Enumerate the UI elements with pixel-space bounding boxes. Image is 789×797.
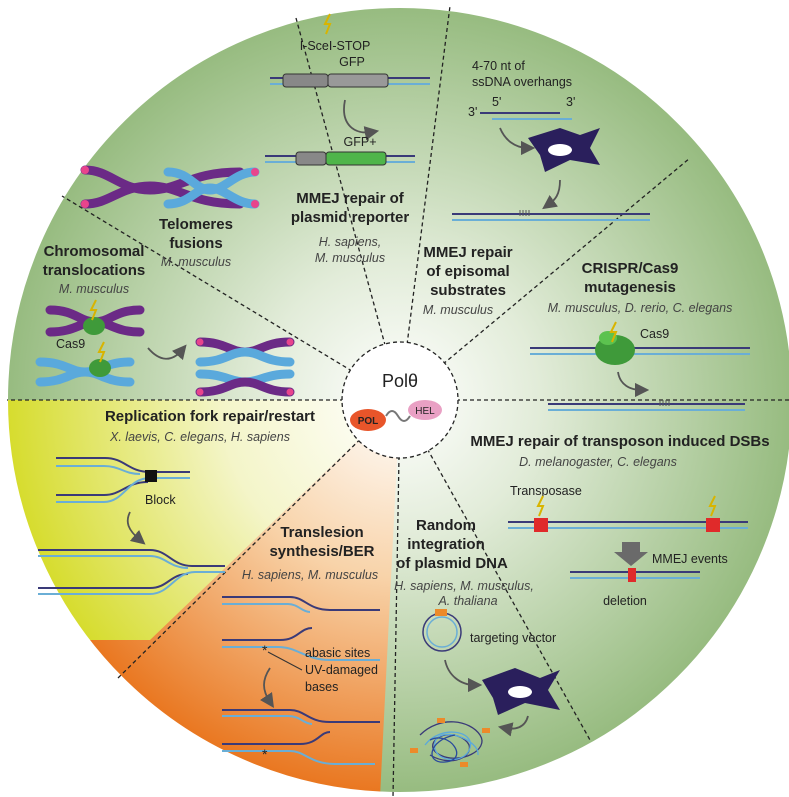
overhang-label-line1: 4-70 nt of [472,59,525,73]
arrow [497,715,529,737]
episomal-species: M. musculus [423,303,493,317]
damage-label-line3: bases [305,680,338,694]
tls-species: H. sapiens, M. musculus [242,568,378,582]
pol-theta-label: Polθ [382,371,418,391]
arrow [444,659,483,693]
three-prime-right: 3' [566,95,575,109]
pol-domain [350,409,386,431]
gfp-label: GFP [339,55,365,69]
translocations-species: M. musculus [59,282,129,296]
scei-stop-label: I-SceI-STOP [300,39,371,53]
section-random-integration: Random integration of plasmid DNA H. sap… [394,517,560,767]
cas9-blob [83,317,105,335]
lesion-star: * [262,746,268,762]
episomal-title-line1: MMEJ repair [423,244,512,261]
chromatin-tangle [419,721,483,763]
pol-domain-label: POL [358,416,379,427]
crispr-title-line2: mutagenesis [584,279,676,296]
arrow [126,511,146,545]
deletion-label: deletion [603,594,647,608]
translocations-title-line1: Chromosomal [44,243,145,260]
hel-domain [408,400,442,420]
block-marker [145,470,157,482]
translocations-title-line2: translocations [43,262,146,279]
tls-title-line1: Translesion [280,524,363,541]
section-chromosomal-translocations: Chromosomal translocations M. musculus C… [35,243,295,397]
telomeres-species: M. musculus [161,255,231,269]
gfp-plus-label: GFP+ [344,135,377,149]
section-transposon-dsbs: MMEJ repair of transposon induced DSBs D… [470,433,769,608]
crispr-title-line1: CRISPR/Cas9 [582,260,679,277]
arrow [260,667,274,708]
arrow [542,179,561,210]
cas9-label: Cas9 [56,337,85,351]
break-bolt-icon [323,13,332,35]
replication-species: X. laevis, C. elegans, H. sapiens [109,430,290,444]
section-plasmid-reporter: I-SceI-STOP GFP GFP+ MMEJ repair of plas… [265,13,430,265]
section-replication-fork: Replication fork repair/restart X. laevi… [38,408,315,595]
five-prime: 5' [492,95,501,109]
crispr-species: M. musculus, D. rerio, C. elegans [548,301,733,315]
replication-title: Replication fork repair/restart [105,408,315,425]
mmej-events-label: MMEJ events [652,552,728,566]
section-episomal-substrates: 4-70 nt of ssDNA overhangs 3' 5' 3' MMEJ… [423,59,650,317]
plasmid-reporter-species-line2: M. musculus [315,251,385,265]
plasmid-reporter-species-line1: H. sapiens, [319,235,382,249]
down-arrow-icon [614,542,648,566]
break-bolt-icon [536,495,545,517]
section-translesion-synthesis: Translesion synthesis/BER H. sapiens, M.… [222,524,380,765]
cas9-blob [89,359,111,377]
telomeres-title-line2: fusions [169,235,222,252]
telomeres-title-line1: Telomeres [159,216,233,233]
three-prime-left: 3' [468,105,477,119]
linker [385,410,411,422]
overhang-label-line2: ssDNA overhangs [472,75,572,89]
pol-theta-hub: Polθ POL HEL [341,341,459,459]
arrow [499,127,536,156]
random-title-line1: Random [416,517,476,534]
section-crispr-mutagenesis: CRISPR/Cas9 mutagenesis M. musculus, D. … [530,260,750,411]
crispr-cas9-label: Cas9 [640,327,669,341]
break-bolt-icon [97,341,106,363]
lesion-star: * [262,642,268,658]
break-bolt-icon [89,299,98,321]
hel-domain-label: HEL [415,406,435,417]
arrow [617,371,650,398]
damage-label-line1: abasic sites [305,646,370,660]
arrow [343,99,380,141]
plasmid-reporter-title-line2: plasmid reporter [291,209,410,226]
break-bolt-icon [708,495,717,517]
break-bolt-icon [609,321,618,343]
transposon-species: D. melanogaster, C. elegans [519,455,677,469]
targeting-vector-label: targeting vector [470,631,556,645]
random-title-line2: integration [407,536,485,553]
random-species-line1: H. sapiens, M. musculus, [394,579,534,593]
plasmid-reporter-title-line1: MMEJ repair of [296,190,405,207]
transposase-label: Transposase [510,484,582,498]
block-label: Block [145,493,176,507]
transposon-title: MMEJ repair of transposon induced DSBs [470,433,769,450]
random-title-line3: of plasmid DNA [396,555,508,572]
tls-title-line2: synthesis/BER [269,543,374,560]
arrow [147,344,187,361]
episomal-title-line3: substrates [430,282,506,299]
section-telomeres-fusions: Telomeres fusions M. musculus [80,165,260,269]
episomal-title-line2: of episomal [426,263,509,280]
random-species-line2: A. thaliana [437,594,497,608]
damage-label-line2: UV-damaged [305,663,378,677]
